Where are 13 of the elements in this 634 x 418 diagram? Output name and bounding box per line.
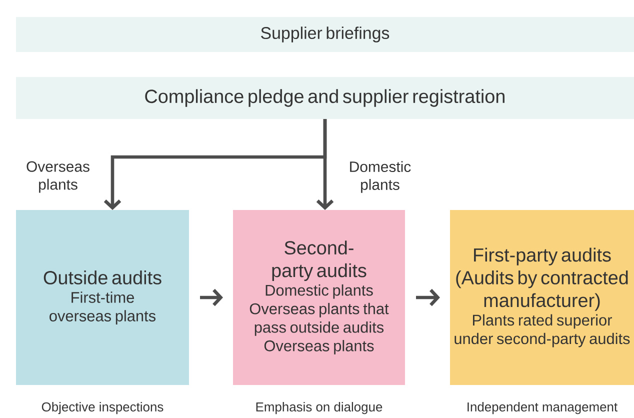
arrow bbox=[200, 288, 223, 306]
heading-band: Compliance pledge and supplier registration bbox=[16, 77, 634, 119]
audit-box: Second-party audits Domestic plants Overseas plants that pass outside audits Overseas plants bbox=[233, 210, 405, 385]
edge-label: Domestic plants bbox=[347, 160, 413, 194]
caption-text: Emphasis on dialogue bbox=[256, 402, 382, 414]
caption-text: Independent management bbox=[468, 402, 618, 414]
heading-band: Supplier briefings bbox=[16, 17, 634, 52]
caption-text: Objective inspections bbox=[42, 402, 164, 414]
audit-box: Outside audits First-time overseas plants bbox=[16, 210, 189, 385]
audit-box: First-party audits (Audits by contracted manufacturer) Plants rated superior under second-party audits bbox=[450, 210, 634, 385]
arrow bbox=[316, 119, 334, 210]
edge-label: Overseas plants bbox=[25, 160, 91, 194]
arrow bbox=[416, 288, 440, 306]
